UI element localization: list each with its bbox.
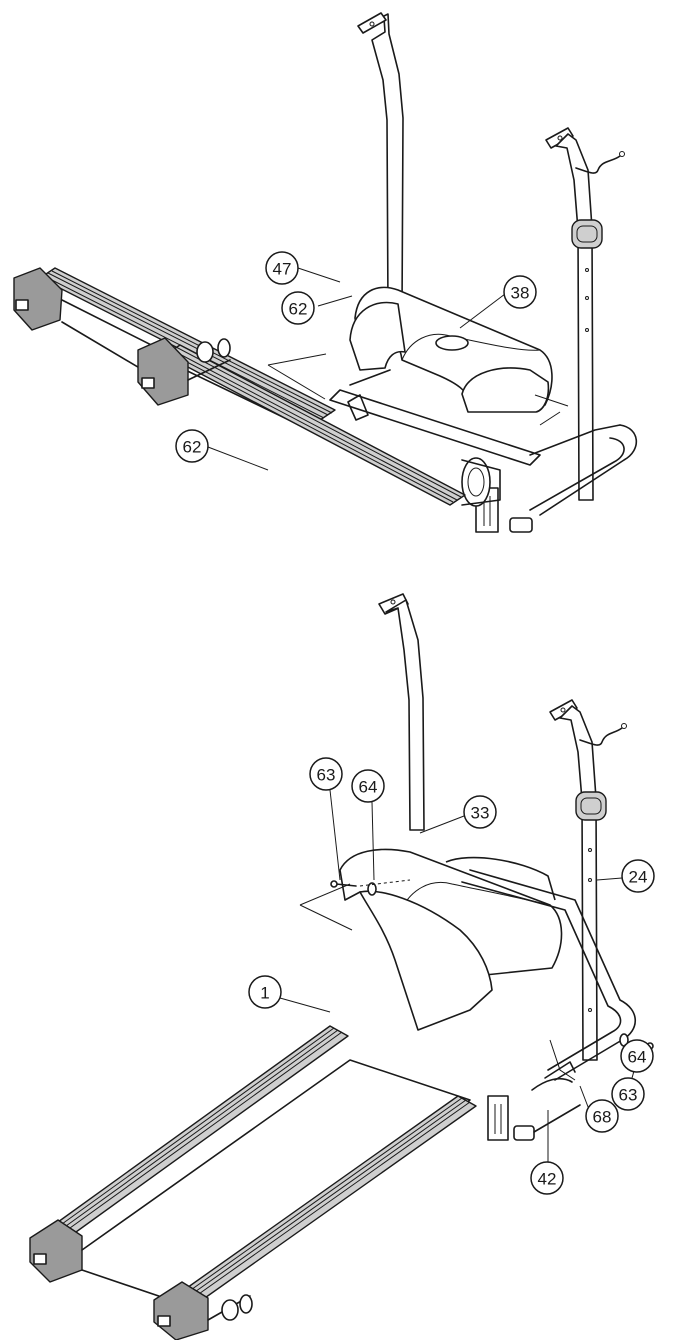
callout-63: 63 — [309, 757, 343, 791]
callout-63: 63 — [611, 1077, 645, 1111]
callout-number: 47 — [273, 260, 292, 279]
callout-62: 62 — [281, 291, 315, 325]
callout-number: 64 — [359, 778, 378, 797]
callout-1: 1 — [248, 975, 282, 1009]
base-frame — [461, 869, 637, 1141]
callout-circle — [265, 251, 299, 285]
right-upright-post-24 — [549, 699, 627, 1061]
right-side-rail — [137, 337, 466, 506]
callout-number: 68 — [593, 1108, 612, 1127]
bolt-63-left — [330, 879, 411, 896]
callout-47: 47 — [265, 251, 299, 285]
callout-circle — [175, 429, 209, 463]
callout-circle — [585, 1099, 619, 1133]
callout-number: 24 — [629, 868, 648, 887]
motor-hood-cover — [349, 286, 553, 413]
left-upright-post-33 — [378, 593, 425, 887]
left-upright-post — [357, 12, 404, 313]
callout-circle — [309, 757, 343, 791]
callout-number: 38 — [511, 284, 530, 303]
callout-38: 38 — [503, 275, 537, 309]
callout-33: 33 — [463, 795, 497, 829]
callout-42: 42 — [530, 1161, 564, 1195]
callout-number: 62 — [289, 300, 308, 319]
figure-2-assembly — [29, 593, 654, 1340]
right-side-rail-2 — [153, 1095, 477, 1340]
right-upright-post — [545, 127, 625, 501]
callout-circle — [621, 859, 655, 893]
callout-number: 63 — [619, 1086, 638, 1105]
callout-24: 24 — [621, 859, 655, 893]
figure-1-assembly — [13, 12, 638, 533]
callout-circle — [620, 1039, 654, 1073]
callout-circle — [248, 975, 282, 1009]
callout-circle — [503, 275, 537, 309]
callout-number: 63 — [317, 766, 336, 785]
callout-number: 1 — [260, 984, 269, 1003]
callout-number: 33 — [471, 804, 490, 823]
callout-circle — [611, 1077, 645, 1111]
callout-layer: 47 62 38 62 63 64 33 24 1 64 63 68 42 — [175, 251, 655, 1195]
callout-number: 42 — [538, 1170, 557, 1189]
callout-64: 64 — [351, 769, 385, 803]
callout-number: 62 — [183, 438, 202, 457]
front-roller-pulley — [461, 457, 501, 507]
callout-circle — [351, 769, 385, 803]
left-side-rail-1 — [29, 1025, 349, 1283]
callout-circle — [530, 1161, 564, 1195]
callout-circle — [281, 291, 315, 325]
left-side-rail — [13, 267, 336, 421]
callout-68: 68 — [585, 1099, 619, 1133]
motor-hood — [339, 848, 563, 1031]
callout-number: 64 — [628, 1048, 647, 1067]
callout-circle — [463, 795, 497, 829]
callout-62: 62 — [175, 429, 209, 463]
callout-64: 64 — [620, 1039, 654, 1073]
